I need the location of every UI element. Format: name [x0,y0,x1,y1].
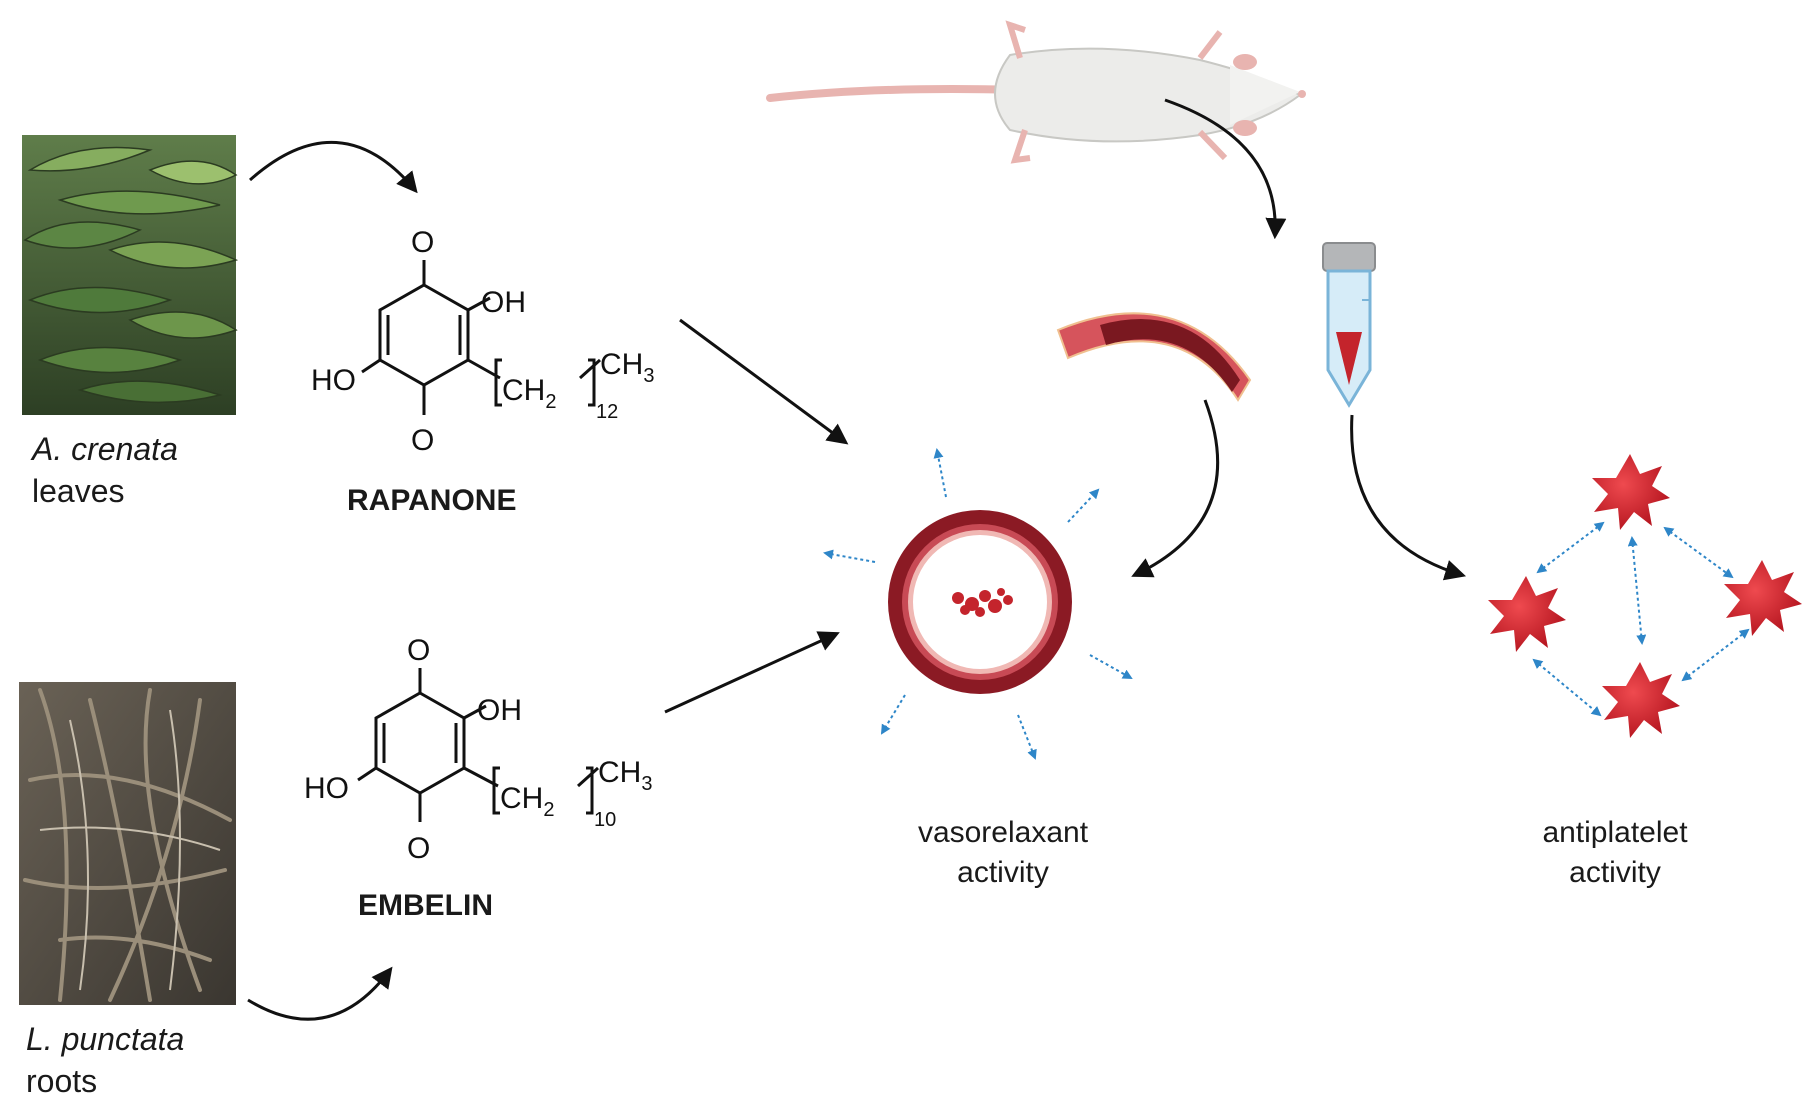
platelet-icon [1724,560,1802,636]
antiplatelet-label-line2: activity [1569,856,1661,889]
blood-vessel-icon [1056,312,1252,402]
platelet-network [1488,454,1802,738]
arrow-leaf-to-rapanone [249,140,418,194]
embelin-oh: OH [477,694,522,727]
source-species-label: L. punctata [26,1021,184,1057]
arrow-vessel-to-ring [1131,399,1219,578]
root-photo [19,682,236,1005]
rapanone-o-top: O [411,226,434,259]
rapanone-repeat: 12 [596,401,618,423]
arrow-tube-to-platelets [1350,414,1467,581]
vasorelaxant-label-line1: vasorelaxant [918,816,1089,849]
vasorelaxant-label-line2: activity [957,856,1049,889]
rapanone-structure [361,260,602,415]
rapanone-oh: OH [481,286,526,319]
embelin-ho: HO [304,772,349,805]
rapanone-ch3: CH3 [600,348,654,387]
rapanone-o-bottom: O [411,424,434,457]
embelin-structure [357,668,600,822]
platelet-icon [1592,454,1670,530]
rapanone-ch2: CH2 [502,374,556,413]
source-part-label: leaves [32,473,125,509]
arrow-root-to-embelin [247,966,393,1021]
arrow-embelin-to-vessel [664,631,840,714]
source-part-label: roots [26,1063,97,1099]
embelin-o-top: O [407,634,430,667]
platelet-icon [1602,662,1680,738]
embelin-repeat: 10 [594,809,616,831]
arrow-rapanone-to-vessel [679,318,849,445]
antiplatelet-label-line1: antiplatelet [1542,816,1688,849]
arrow-rat-to-tube [1164,98,1287,240]
embelin-ch2: CH2 [500,782,554,821]
embelin-name: EMBELIN [358,889,493,922]
source-species-label: A. crenata [30,431,178,467]
embelin-o-bottom: O [407,832,430,865]
leaf-photo [22,135,239,415]
blood-tube-icon [1322,242,1376,408]
rapanone-name: RAPANONE [347,484,516,517]
rat-icon [766,20,1306,164]
rapanone-ho: HO [311,364,356,397]
vasorelaxant-dotted-arrows [823,448,1133,760]
embelin-ch3: CH3 [598,756,652,795]
platelet-icon [1488,576,1566,652]
vessel-cross-section-icon [888,510,1072,694]
